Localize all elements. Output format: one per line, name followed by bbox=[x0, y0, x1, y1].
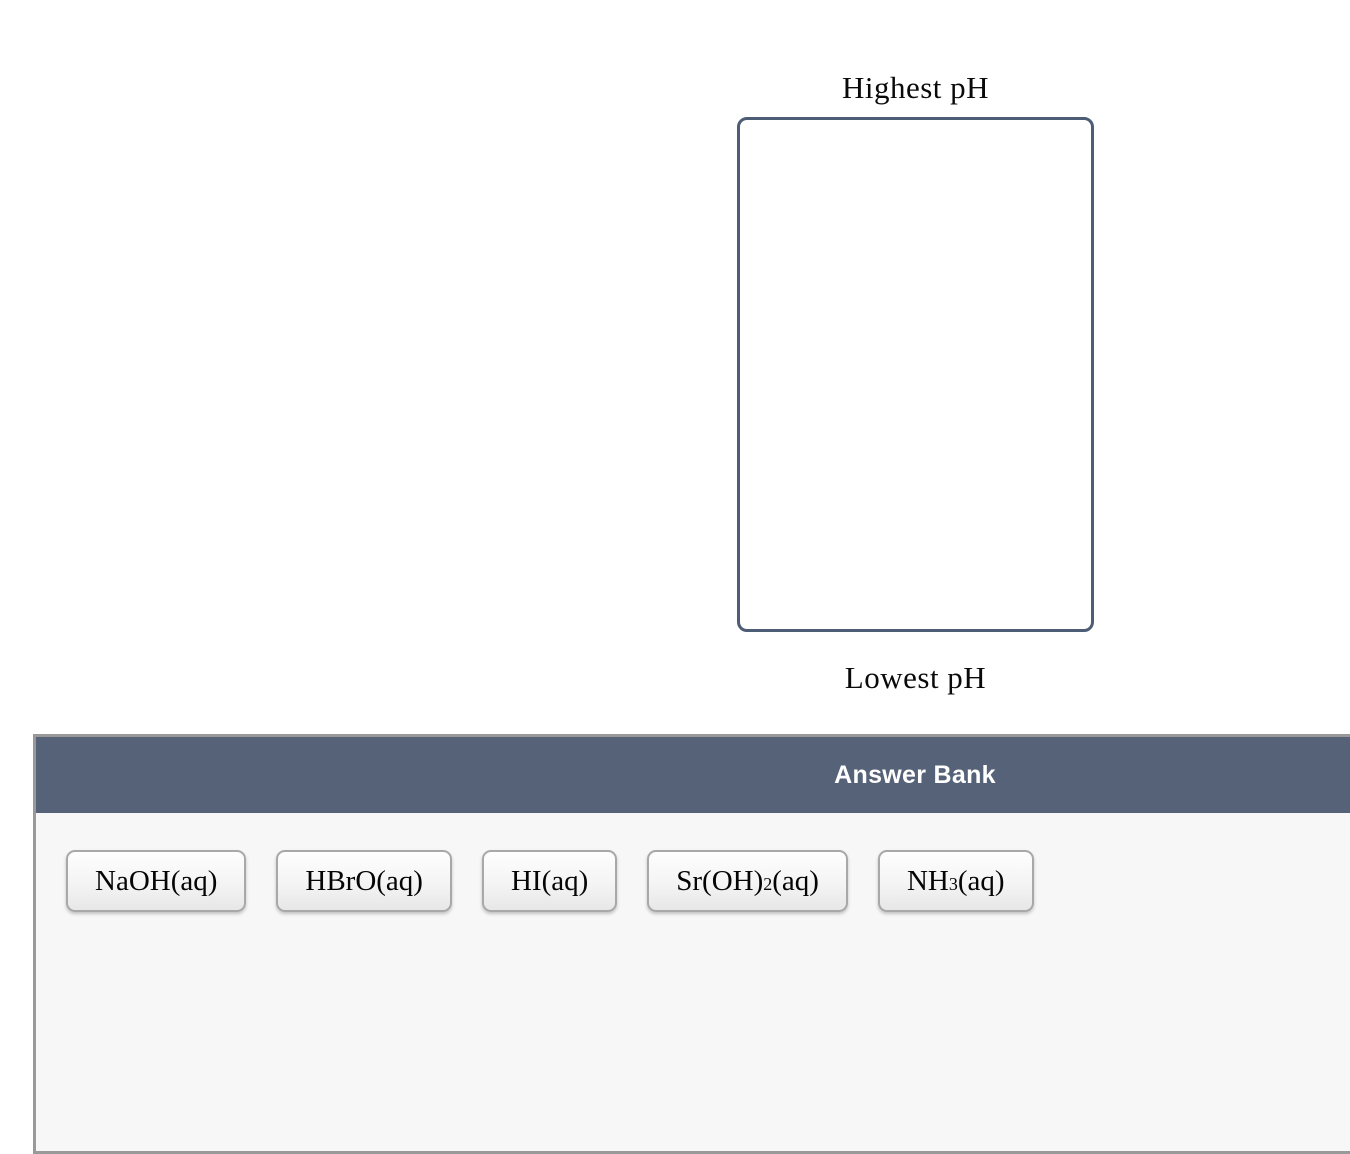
answer-bank-title: Answer Bank bbox=[834, 760, 996, 789]
answer-bank: Answer Bank NaOH(aq) HBrO(aq) HI(aq) Sr(OH)… bbox=[33, 734, 1350, 1154]
answer-bank-item[interactable]: HI(aq) bbox=[481, 850, 618, 912]
answer-bank-item[interactable]: Sr(OH)2(aq) bbox=[647, 850, 848, 912]
answer-bank-header: Answer Bank bbox=[36, 737, 1350, 813]
answer-bank-item[interactable]: HBrO(aq) bbox=[276, 850, 452, 912]
answer-bank-item[interactable]: NaOH(aq) bbox=[66, 850, 247, 912]
page: { "colors": { "page_bg": "#ffffff", "dro… bbox=[33, 70, 1350, 1154]
lowest-ph-label: Lowest pH bbox=[844, 660, 987, 695]
ph-ranking-dropzone[interactable] bbox=[737, 117, 1094, 632]
highest-ph-label: Highest pH bbox=[841, 70, 990, 105]
